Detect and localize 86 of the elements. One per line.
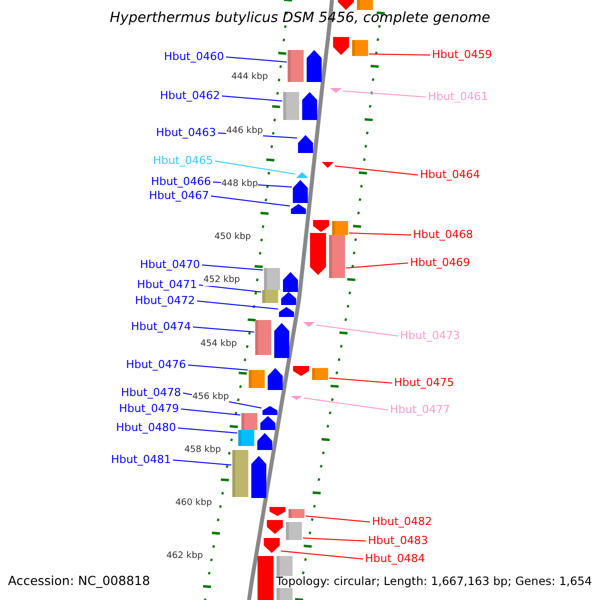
gene-drawing (278, 307, 294, 317)
leader-line (178, 428, 238, 434)
gene-label: Hbut_0464 (420, 169, 480, 180)
gene-drawing (322, 162, 334, 168)
leader-line (226, 56, 288, 62)
leader-line (346, 262, 408, 268)
gene-label: Hbut_0470 (140, 259, 200, 270)
gene-label: Hbut_0472 (134, 295, 195, 306)
scale-label: 444 kbp (231, 72, 268, 83)
leader-line (222, 96, 283, 102)
gene-drawing (302, 322, 315, 327)
leader-line (280, 550, 364, 560)
leader-line (302, 538, 366, 542)
gene-drawing (270, 507, 304, 518)
gene-drawing (283, 92, 318, 120)
scale-label: 462 kbp (166, 551, 203, 562)
gene-drawing (288, 50, 322, 82)
gene-drawing (310, 233, 346, 278)
leader-line (342, 90, 426, 98)
gene-label: Hbut_0469 (410, 257, 470, 268)
gene-label: Hbut_0462 (160, 90, 220, 101)
leader-line (368, 54, 430, 56)
gene-label: Hbut_0463 (156, 127, 216, 138)
gene-drawing (262, 290, 296, 305)
gene-label: Hbut_0479 (118, 403, 179, 414)
gene-drawing (264, 268, 298, 292)
accession-text: Accession: NC_008818 (8, 575, 150, 588)
leader-line (334, 166, 418, 176)
leader-line (198, 284, 262, 292)
gene-label: Hbut_0466 (150, 176, 211, 187)
gene-label: Hbut_0480 (116, 422, 176, 433)
gene-label: Hbut_0468 (413, 229, 474, 240)
leader-line (210, 196, 290, 206)
leader-line (196, 300, 278, 310)
gene-label: Hbut_0484 (365, 553, 426, 564)
gene-drawing (262, 406, 278, 415)
title: Hyperthermus butylicus DSM 5456, complete genome (108, 11, 492, 25)
scale-label: 452 kbp (203, 275, 240, 286)
leader-line (192, 326, 255, 332)
gene-drawing (264, 538, 280, 553)
gene-label: Hbut_0460 (164, 51, 224, 62)
leader-line (202, 264, 264, 270)
leader-line (348, 232, 412, 236)
gene-label: Hbut_0478 (120, 387, 181, 398)
gene-drawing (241, 413, 276, 430)
scale-label: 448 kbp (221, 179, 258, 190)
gene-drawing (255, 320, 290, 358)
leader-line (328, 378, 392, 384)
gene-drawing (290, 396, 303, 400)
leader-line (188, 364, 248, 370)
summary-text: Topology: circular; Length: 1,667,163 bp; Genes: 1,654 (276, 576, 592, 588)
gene-label: Hbut_0474 (130, 321, 191, 332)
gene-label: Hbut_0471 (136, 279, 197, 290)
scale-label: 458 kbp (184, 445, 221, 456)
gene-label: Hbut_0473 (400, 330, 460, 341)
leader-line (315, 324, 398, 336)
leader-line (172, 460, 232, 466)
scale-label: 450 kbp (214, 232, 251, 243)
gene-drawing (313, 220, 348, 235)
leader-line (180, 408, 241, 416)
scale-label: 456 kbp (192, 392, 229, 403)
scale-label: 460 kbp (175, 498, 212, 509)
gene-drawing (232, 450, 266, 498)
gene-label: Hbut_0459 (432, 49, 492, 60)
gene-drawing (293, 366, 328, 380)
gene-label: Hbut_0467 (148, 190, 209, 201)
gene-label: Hbut_0475 (394, 377, 454, 388)
leader-line (214, 160, 296, 174)
gene-label: Hbut_0483 (368, 535, 428, 546)
gene-drawing (298, 135, 314, 153)
gene-label: Hbut_0482 (372, 516, 432, 527)
gene-label: Hbut_0481 (110, 454, 171, 465)
scale-label: 454 kbp (200, 339, 237, 350)
gene-label: Hbut_0465 (152, 155, 213, 166)
gene-drawing (248, 368, 283, 390)
leader-line (305, 516, 370, 522)
scale-label: 446 kbp (226, 126, 263, 137)
gene-label: Hbut_0476 (126, 359, 186, 370)
gene-drawing (238, 430, 272, 450)
gene-label: Hbut_0477 (390, 404, 450, 415)
gene-drawing (330, 88, 342, 93)
leader-line (303, 398, 388, 410)
gene-label: Hbut_0461 (428, 91, 488, 102)
gene-drawing (296, 172, 308, 178)
gene-drawing (266, 520, 302, 540)
gene-drawing (333, 37, 368, 56)
